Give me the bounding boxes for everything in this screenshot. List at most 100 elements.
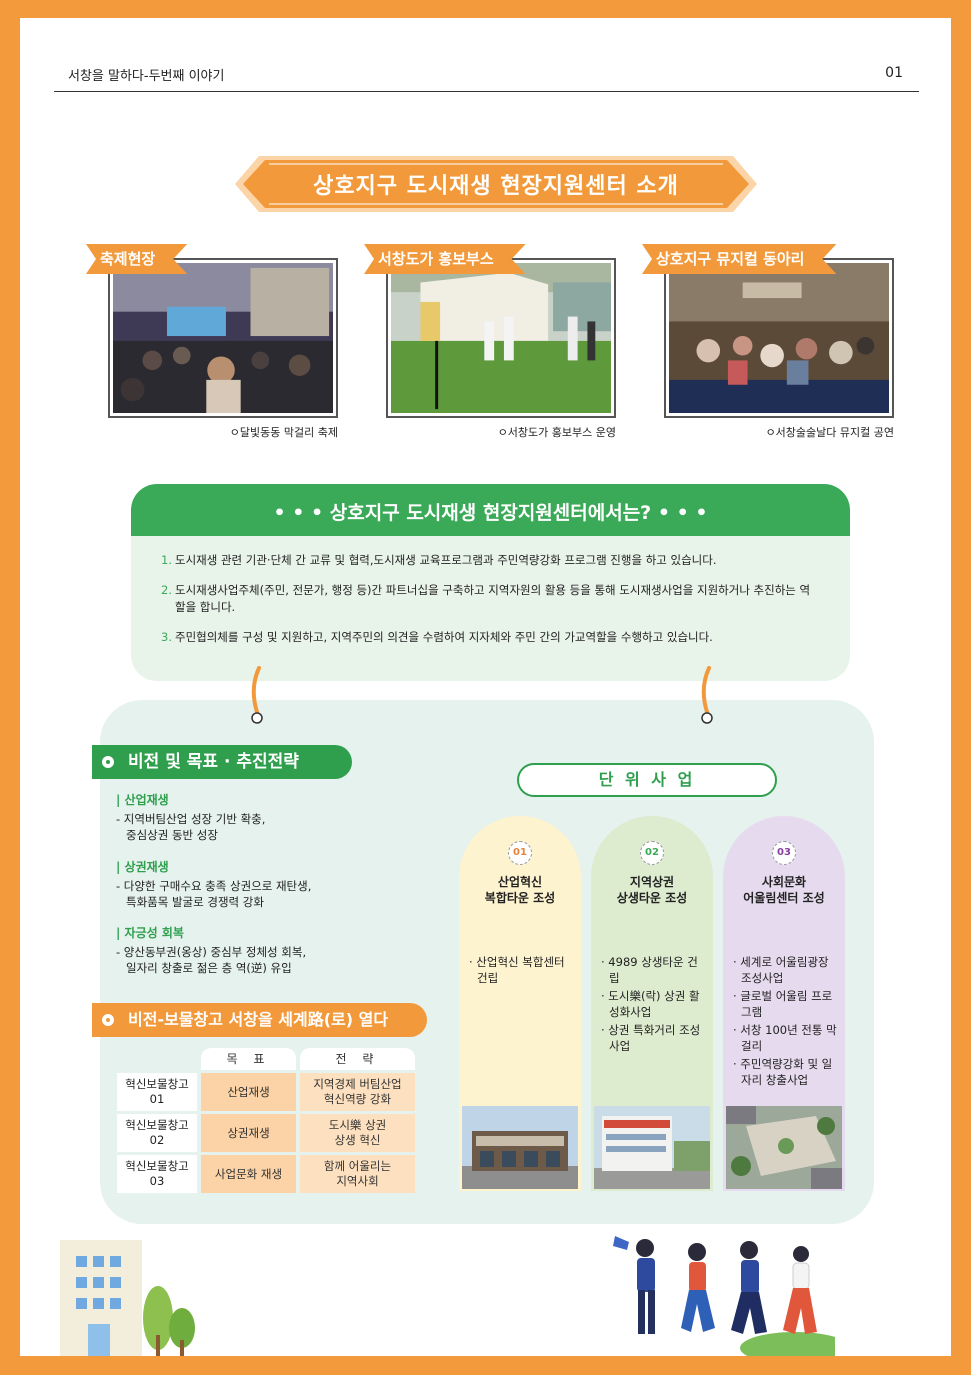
table-cell-strategy: 지역경제 버팀산업 혁신역량 강화 [300, 1073, 415, 1111]
row-name: 혁신보물창고 [125, 1118, 189, 1132]
info-header: • • • 상호지구 도시재생 현장지원센터에서는? • • • [131, 484, 850, 536]
unit-title: 지역상권 상생타운 조성 [591, 874, 713, 906]
unit-circle [591, 816, 713, 938]
row-name: 혁신보물창고 [125, 1077, 189, 1091]
hook-connector-right [701, 666, 713, 724]
unit-circle [723, 816, 845, 938]
unit-list-item: · 산업혁신 복합센터 건립 [469, 955, 565, 985]
unit-list: · 4989 상생타운 건립 · 도시樂(락) 상권 활성화사업 · 상권 특화… [601, 954, 707, 1056]
banner-shape [235, 156, 757, 212]
unit-title-line: 복합타운 조성 [484, 891, 556, 905]
strategy-desc: 특화품목 발굴로 경쟁력 강화 [126, 895, 264, 909]
table-header-strategy: 전 략 [300, 1048, 415, 1070]
info-item: 1. 도시재생 관련 기관·단체 간 교류 및 협력,도시재생 교육프로그램과 … [161, 552, 820, 569]
vision-heading: 비전 및 목표 · 추진전략 [92, 745, 352, 779]
photo-tag: 축제현장 [86, 244, 187, 274]
photo-caption: ㅇ서창도가 홍보부스 운영 [497, 426, 616, 439]
booth-photo [391, 263, 611, 413]
photo-frame [664, 258, 894, 418]
info-item-number: 2. [161, 583, 172, 597]
strategy-line: 지역사회 [336, 1174, 379, 1188]
strategy-item: | 상권재생 - 다양한 구매수요 충족 상권으로 재탄생, 특화품목 발굴로 … [116, 858, 416, 910]
unit-column-01: 01 산업혁신 복합타운 조성 · 산업혁신 복합센터 건립 [459, 816, 581, 1191]
strategy-desc: 일자리 창출로 젊은 층 역(逆) 유입 [126, 961, 292, 975]
unit-circle [459, 816, 581, 938]
strategy-line: 함께 어울리는 [323, 1159, 392, 1173]
photo-tag: 상호지구 뮤지컬 동아리 [642, 244, 836, 274]
strategy-desc: - 양산동부권(옹상) 중심부 정체성 회복, [116, 945, 307, 959]
vision2-title: 비전-보물창고 서창을 세계路(로) 열다 [128, 1010, 389, 1029]
unit-title-line: 사회문화 [761, 875, 807, 889]
photo-caption: ㅇ서창술술날다 뮤지컬 공연 [765, 426, 894, 439]
info-item: 3. 주민협의체를 구성 및 지원하고, 지역주민의 의견을 수렴하여 지자체와… [161, 629, 820, 646]
info-item-text: 도시재생 관련 기관·단체 간 교류 및 협력,도시재생 교육프로그램과 주민역… [174, 553, 717, 567]
info-item-number: 1. [161, 553, 172, 567]
unit-title: 산업혁신 복합타운 조성 [459, 874, 581, 906]
festival-photo [113, 263, 333, 413]
unit-title: 사회문화 어울림센터 조성 [723, 874, 845, 906]
unit-photo-market [594, 1106, 710, 1189]
table-row-name: 혁신보물창고 03 [117, 1155, 197, 1193]
info-body: 1. 도시재생 관련 기관·단체 간 교류 및 협력,도시재생 교육프로그램과 … [131, 536, 850, 681]
strategy-line: 도시樂 상권 [328, 1118, 387, 1132]
strategy-desc: - 지역버팀산업 성장 기반 확충, [116, 812, 266, 826]
strategy-heading: | 자긍성 회복 [116, 926, 184, 940]
main-banner: 상호지구 도시재생 현장지원센터 소개 [235, 156, 757, 212]
header-title: 서창을 말하다-두번째 이야기 [68, 69, 225, 84]
table-row-name: 혁신보물창고 02 [117, 1114, 197, 1152]
strategy-item: | 자긍성 회복 - 양산동부권(옹상) 중심부 정체성 회복, 일자리 창출로… [116, 924, 416, 976]
unit-list-item: · 상권 특화거리 조성사업 [601, 1023, 701, 1053]
table-cell-strategy: 도시樂 상권 상생 혁신 [300, 1114, 415, 1152]
unit-title-line: 어울림센터 조성 [743, 891, 825, 905]
unit-column-02: 02 지역상권 상생타운 조성 · 4989 상생타운 건립 · 도시樂(락) … [591, 816, 713, 1191]
unit-list-item: · 도시樂(락) 상권 활성화사업 [601, 989, 700, 1019]
hook-connector-left [251, 666, 263, 724]
info-item-text: 도시재생사업주체(주민, 전문가, 행정 등)간 파트너십을 구축하고 지역자원… [174, 583, 811, 614]
strategy-line: 지역경제 버팀산업 [313, 1077, 402, 1091]
unit-column-03: 03 사회문화 어울림센터 조성 · 세계로 어울림광장 조성사업 · 글로벌 … [723, 816, 845, 1191]
strategy-desc: - 다양한 구매수요 충족 상권으로 재탄생, [116, 879, 312, 893]
row-name: 혁신보물창고 [125, 1159, 189, 1173]
strategy-line: 혁신역량 강화 [323, 1092, 392, 1106]
info-title: • • • 상호지구 도시재생 현장지원센터에서는? • • • [273, 502, 708, 524]
table-cell-goal: 산업재생 [201, 1073, 296, 1111]
unit-title-line: 상생타운 조성 [616, 891, 688, 905]
info-item: 2. 도시재생사업주체(주민, 전문가, 행정 등)간 파트너십을 구축하고 지… [161, 582, 820, 616]
vision2-heading: 비전-보물창고 서창을 세계路(로) 열다 [92, 1003, 427, 1037]
table-header-goal: 목 표 [201, 1048, 296, 1070]
row-name-num: 02 [149, 1133, 165, 1147]
unit-list-item: · 세계로 어울림광장 조성사업 [733, 955, 829, 985]
unit-title-line: 지역상권 [629, 875, 675, 889]
page-number: 01 [885, 65, 903, 81]
photo-frame [108, 258, 338, 418]
photo-frame [386, 258, 616, 418]
bullet-icon [102, 756, 114, 768]
unit-photo-building [462, 1106, 578, 1189]
table-row-name: 혁신보물창고 01 [117, 1073, 197, 1111]
page: 서창을 말하다-두번째 이야기 01 상호지구 도시재생 현장지원센터 소개 [20, 18, 951, 1356]
unit-number-badge: 02 [640, 841, 664, 865]
strategy-heading: | 상권재생 [116, 860, 169, 874]
strategy-heading: | 산업재생 [116, 793, 169, 807]
unit-list-item: · 주민역량강화 및 일자리 창출사업 [733, 1057, 833, 1087]
row-name-num: 01 [149, 1092, 165, 1106]
people-walking-illustration [613, 1236, 835, 1356]
unit-list-item: · 글로벌 어울림 프로그램 [733, 989, 833, 1019]
strategy-desc: 중심상권 동반 성장 [126, 828, 218, 842]
info-item-text: 주민협의체를 구성 및 지원하고, 지역주민의 의견을 수렴하여 지자체와 주민… [174, 630, 713, 644]
info-item-number: 3. [161, 630, 172, 644]
bullet-icon [102, 1014, 114, 1026]
vision-title: 비전 및 목표 · 추진전략 [128, 752, 299, 772]
unit-list: · 산업혁신 복합센터 건립 [469, 954, 575, 988]
strategy-line: 상생 혁신 [334, 1133, 381, 1147]
unit-list: · 세계로 어울림광장 조성사업 · 글로벌 어울림 프로그램 · 서창 100… [733, 954, 839, 1090]
banner-title: 상호지구 도시재생 현장지원센터 소개 [313, 174, 679, 199]
table-cell-goal: 사업문화 재생 [201, 1155, 296, 1193]
strategy-item: | 산업재생 - 지역버팀산업 성장 기반 확충, 중심상권 동반 성장 [116, 791, 416, 843]
table-cell-goal: 상권재생 [201, 1114, 296, 1152]
unit-list-item: · 4989 상생타운 건립 [601, 955, 698, 985]
unit-number-badge: 03 [772, 841, 796, 865]
row-name-num: 03 [149, 1174, 165, 1188]
photo-tag: 서창도가 홍보부스 [364, 244, 526, 274]
unit-projects-title: 단 위 사 업 [517, 763, 777, 797]
